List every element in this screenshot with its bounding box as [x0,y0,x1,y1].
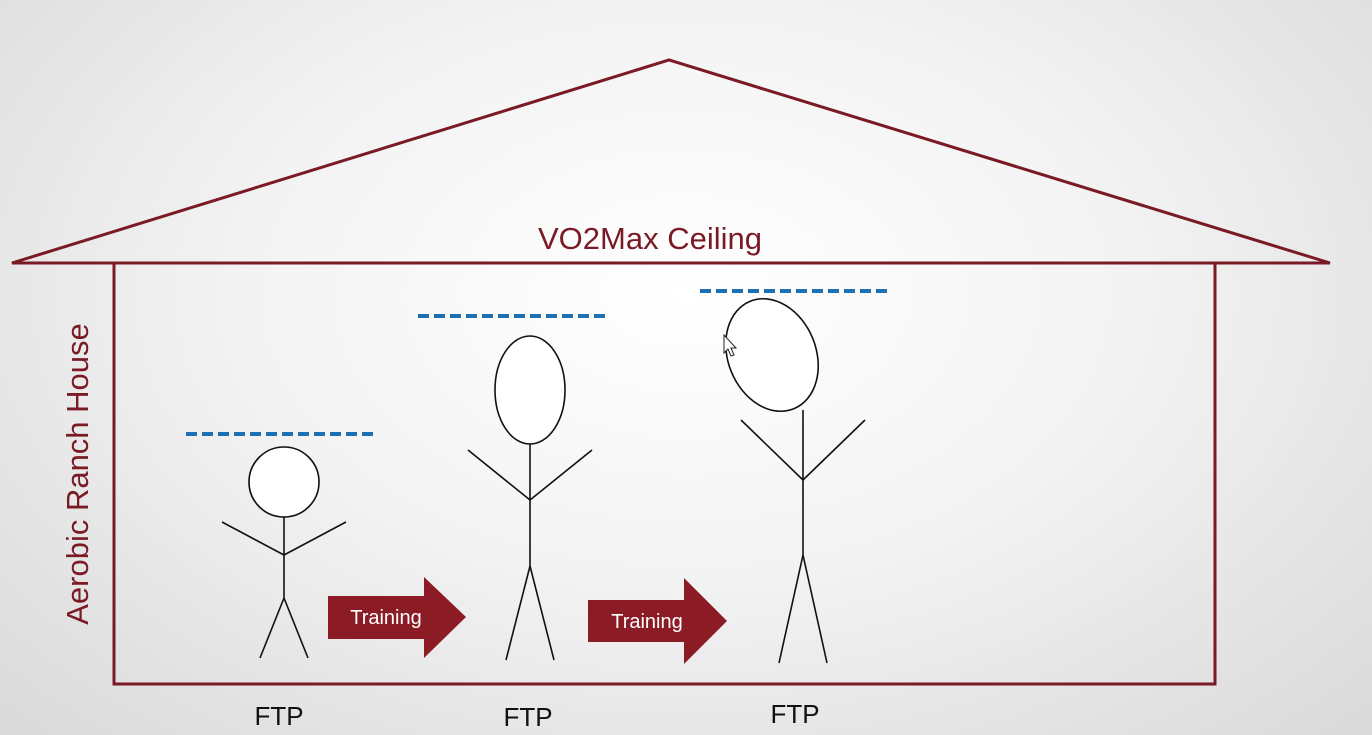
ftp-label-2: FTP [503,702,552,732]
figure-arm-left-2 [468,450,530,500]
figure-leg-right-3 [803,555,827,663]
arrow-label-1: Training [350,607,422,629]
figure-leg-left-1 [260,598,284,658]
figure-arm-right-3 [803,420,865,480]
figure-leg-left-2 [506,566,530,660]
ftp-label-3: FTP [770,699,819,729]
figure-arm-right-2 [530,450,592,500]
figure-leg-right-1 [284,598,308,658]
figure-head-2 [495,336,565,444]
training-arrow-1: Training [328,577,466,658]
house-side-label: Aerobic Ranch House [60,323,95,625]
ceiling-label: VO2Max Ceiling [538,221,762,256]
figure-leg-right-2 [530,566,554,660]
figure-leg-left-3 [779,555,803,663]
figure-head-3 [709,285,834,426]
ftp-label-1: FTP [254,701,303,731]
figure-head-1 [249,447,319,517]
arrow-label-2: Training [611,611,683,633]
figure-arm-left-3 [741,420,803,480]
figure-arm-left-1 [222,522,284,555]
figure-arm-right-1 [284,522,346,555]
training-arrow-2: Training [588,578,727,664]
